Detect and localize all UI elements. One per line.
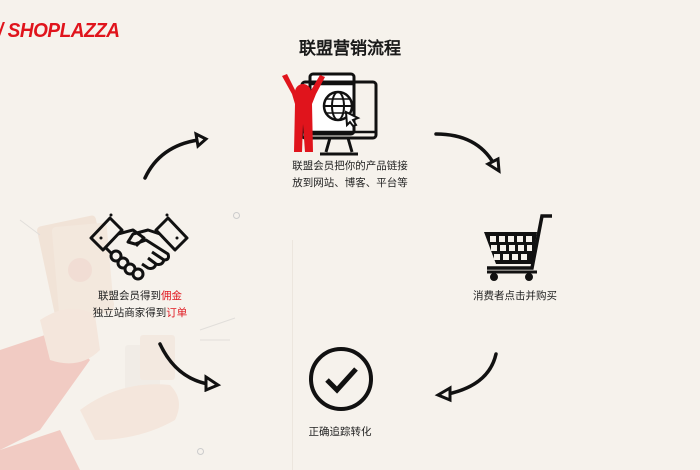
step-tracking-caption: 正确追踪转化 xyxy=(308,426,372,438)
arrow-tracking-to-reward-icon xyxy=(158,342,222,392)
handshake-icon xyxy=(89,213,189,281)
step-purchase-caption: 消费者点击并购买 xyxy=(473,290,557,302)
step-share-caption: 联盟会员把你的产品链接 放到网站、博客、平台等 xyxy=(292,160,408,189)
check-circle-icon xyxy=(309,347,373,411)
order-highlight: 订单 xyxy=(166,307,188,319)
divider xyxy=(292,240,293,470)
person-with-web-monitor-icon xyxy=(282,72,378,156)
shopping-cart-icon xyxy=(484,214,552,281)
step-reward-caption: 联盟会员得到佣金 独立站商家得到订单 xyxy=(92,290,188,319)
shoplazza-logo: / SHOPLAZZA xyxy=(0,20,120,42)
arrow-share-to-purchase-icon xyxy=(434,132,501,174)
arrow-reward-to-share-icon xyxy=(143,131,209,180)
commission-highlight: 佣金 xyxy=(161,290,182,302)
arrow-purchase-to-tracking-icon xyxy=(434,352,498,403)
page-title: 联盟营销流程 xyxy=(299,39,401,59)
decorative-dot xyxy=(197,448,204,455)
decorative-dot xyxy=(233,212,240,219)
